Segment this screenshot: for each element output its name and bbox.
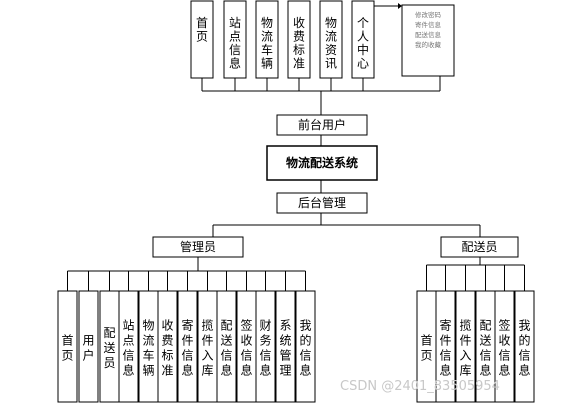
front-module-2: 物流车辆 <box>255 0 279 79</box>
role-courier: 配送员 <box>440 236 519 258</box>
watermark: CSDN @2401_83505954 <box>340 379 500 394</box>
front-module-1: 站点信息 <box>223 0 247 79</box>
courier-module-0-label: 首页 <box>420 334 432 363</box>
admin-module-1-frame <box>78 290 99 403</box>
role-admin: 管理员 <box>152 236 244 258</box>
courier-module-4: 签收信息 <box>494 290 515 403</box>
admin-module-4-label: 物流车辆 <box>142 319 154 378</box>
front-module-5: 个人中心 <box>351 0 375 79</box>
personal-center-item: 寄件信息 <box>415 20 442 29</box>
admin-module-0-frame <box>57 290 78 403</box>
admin-module-9: 签收信息 <box>236 290 257 403</box>
admin-module-11: 系统管理 <box>275 290 296 403</box>
admin-module-1: 用户 <box>78 290 99 403</box>
admin-module-8: 配送信息 <box>216 290 237 403</box>
admin-module-9-label: 签收信息 <box>240 318 252 378</box>
courier-module-2-frame <box>455 290 476 403</box>
system-node-frame <box>266 145 378 181</box>
role-courier-label: 配送员 <box>461 239 497 254</box>
system-node-label: 物流配送系统 <box>286 155 358 170</box>
front-module-3-label: 收费标准 <box>293 16 305 71</box>
courier-module-1-label: 寄件信息 <box>439 318 451 378</box>
courier-module-4-frame <box>494 290 515 403</box>
admin-module-3-frame <box>118 290 139 403</box>
admin-module-3: 站点信息 <box>118 290 139 403</box>
courier-module-2: 揽件入库 <box>455 290 476 403</box>
connector-lines <box>67 3 525 291</box>
admin-module-7-label: 揽件入库 <box>201 319 213 378</box>
front-module-0-label: 首页 <box>196 16 208 44</box>
front-module-4: 物流资讯 <box>319 0 343 79</box>
diagram-nodes: 首页站点信息物流车辆收费标准物流资讯个人中心修改密码寄件信息配送信息我的收藏前台… <box>57 0 535 403</box>
admin-module-12: 我的信息 <box>295 290 316 403</box>
admin-module-10-label: 财务信息 <box>259 319 271 378</box>
courier-module-5: 我的信息 <box>514 290 535 403</box>
backend-node: 后台管理 <box>276 192 368 214</box>
role-admin-label: 管理员 <box>180 239 216 254</box>
personal-center-item: 配送信息 <box>415 30 442 39</box>
front-module-0: 首页 <box>190 0 214 79</box>
courier-module-1-frame <box>435 290 456 403</box>
admin-module-5: 收费标准 <box>157 290 178 403</box>
front-module-3: 收费标准 <box>287 0 311 79</box>
admin-module-6-label: 寄件信息 <box>181 318 193 378</box>
front-module-2-label: 物流车辆 <box>261 16 273 71</box>
front-module-1-frame <box>223 0 247 79</box>
admin-module-4: 物流车辆 <box>138 290 159 403</box>
admin-module-5-label: 收费标准 <box>161 319 173 378</box>
admin-module-10-frame <box>255 290 276 403</box>
admin-module-7: 揽件入库 <box>197 290 218 403</box>
admin-module-8-frame <box>216 290 237 403</box>
front-user-node-frame <box>276 114 368 136</box>
front-module-3-frame <box>287 0 311 79</box>
front-module-0-frame <box>190 0 214 79</box>
arrow-head <box>398 3 402 9</box>
front-module-4-label: 物流资讯 <box>325 16 337 71</box>
front-user-node: 前台用户 <box>276 114 368 136</box>
backend-node-label: 后台管理 <box>298 195 346 210</box>
admin-module-6-frame <box>177 290 198 403</box>
courier-module-2-label: 揽件入库 <box>459 319 471 378</box>
system-node: 物流配送系统 <box>266 145 378 181</box>
admin-module-1-label: 用户 <box>82 334 94 363</box>
courier-module-5-frame <box>514 290 535 403</box>
admin-module-2: 配送员 <box>99 290 120 403</box>
admin-module-12-label: 我的信息 <box>299 319 311 378</box>
front-module-2-frame <box>255 0 279 79</box>
role-admin-frame <box>152 236 244 258</box>
admin-module-2-label: 配送员 <box>103 326 115 370</box>
personal-center-detail-frame <box>401 4 455 77</box>
backend-node-frame <box>276 192 368 214</box>
front-user-node-label: 前台用户 <box>298 117 346 132</box>
personal-center-item: 修改密码 <box>415 10 442 19</box>
admin-module-5-frame <box>157 290 178 403</box>
front-module-5-frame <box>351 0 375 79</box>
admin-module-6: 寄件信息 <box>177 290 198 403</box>
admin-module-11-frame <box>275 290 296 403</box>
personal-center-item: 我的收藏 <box>415 40 442 49</box>
admin-module-3-label: 站点信息 <box>122 319 134 378</box>
admin-module-0: 首页 <box>57 290 78 403</box>
admin-module-0-label: 首页 <box>61 334 73 363</box>
admin-module-12-frame <box>295 290 316 403</box>
admin-module-10: 财务信息 <box>255 290 276 403</box>
courier-module-3: 配送信息 <box>475 290 496 403</box>
courier-module-4-label: 签收信息 <box>498 318 510 378</box>
admin-module-8-label: 配送信息 <box>220 319 232 378</box>
courier-module-3-label: 配送信息 <box>479 319 491 378</box>
role-courier-frame <box>440 236 519 258</box>
front-module-1-label: 站点信息 <box>229 16 241 71</box>
courier-module-1: 寄件信息 <box>435 290 456 403</box>
front-module-5-label: 个人中心 <box>357 16 369 71</box>
front-module-4-frame <box>319 0 343 79</box>
courier-module-0: 首页 <box>416 290 437 403</box>
courier-module-5-label: 我的信息 <box>518 319 530 378</box>
admin-module-11-label: 系统管理 <box>279 319 291 378</box>
